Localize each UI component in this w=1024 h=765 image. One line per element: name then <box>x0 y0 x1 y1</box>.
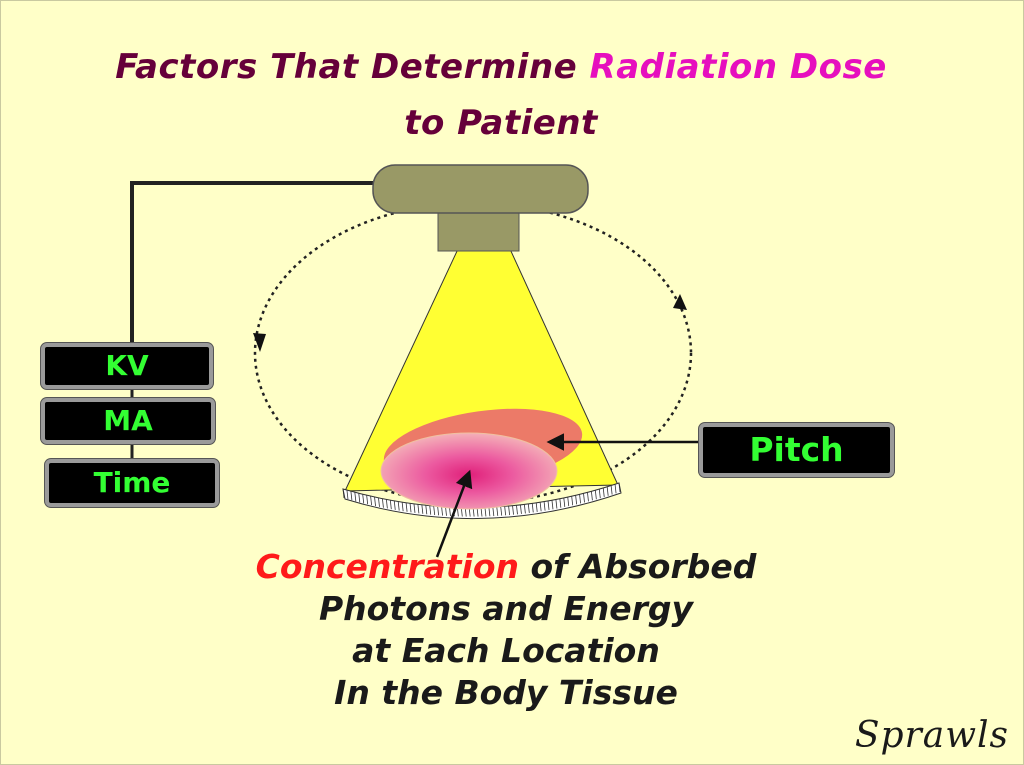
detector-cell <box>567 497 570 507</box>
detector-cell <box>421 504 424 514</box>
detector-cell <box>374 496 376 507</box>
detector-cell <box>500 506 503 516</box>
title-line2: to Patient <box>404 103 598 143</box>
detector-cell <box>401 502 404 512</box>
detector-cell <box>362 494 365 504</box>
detector-cell <box>354 492 357 502</box>
rotation-arrow-right-icon <box>673 294 687 310</box>
ma-label: MA <box>41 398 215 444</box>
detector-cell <box>366 495 369 505</box>
title-accent: Radiation Dose <box>589 47 887 87</box>
detector-cell <box>342 488 345 499</box>
control-cable <box>130 181 373 343</box>
time-label: Time <box>45 459 219 507</box>
detector-cell <box>587 492 589 502</box>
detector-cell <box>606 486 609 496</box>
detector-cell <box>527 503 530 513</box>
rotation-path <box>253 201 693 505</box>
detector-cell <box>409 503 412 513</box>
detector-cells <box>342 482 621 517</box>
detector-cell <box>571 496 574 506</box>
detector-cell <box>445 506 447 516</box>
detector-cell <box>350 491 353 501</box>
detector-cell <box>559 498 562 508</box>
xray-tube-neck <box>437 210 520 252</box>
detector-cell <box>496 506 499 516</box>
detector-cell <box>378 497 380 507</box>
detector-cell <box>520 504 522 514</box>
detector-cell <box>488 507 491 517</box>
title-part1: Factors That Determine <box>115 47 590 87</box>
detector-cell <box>602 487 605 498</box>
detector-cell <box>551 500 554 510</box>
detector-cell <box>531 503 534 513</box>
detector-cell <box>429 505 432 515</box>
pitch-label: Pitch <box>699 423 894 477</box>
detector-cell <box>385 499 388 509</box>
detector-cell <box>417 504 420 514</box>
detector-cell <box>437 506 440 516</box>
detector-cell <box>413 503 416 513</box>
detector-cell <box>594 490 597 500</box>
detector-cell <box>405 502 408 512</box>
caption-line2: Photons and Energy <box>318 589 694 628</box>
detector-cell <box>512 505 514 515</box>
caption-line4: In the Body Tissue <box>334 673 678 712</box>
detector-cell <box>433 505 436 516</box>
detector-cell <box>575 495 578 505</box>
caption-line1-rest: of Absorbed <box>519 547 757 586</box>
detector-cell <box>583 493 585 503</box>
detector-cell <box>492 507 495 517</box>
detector-cell <box>543 501 546 511</box>
detector-cell <box>504 506 507 516</box>
detector-cell <box>523 504 526 514</box>
detector-cell <box>370 496 372 506</box>
detector-cell <box>425 505 428 515</box>
detector-cell <box>516 505 518 515</box>
detector-cell <box>389 500 392 510</box>
detector-cell <box>547 500 550 511</box>
detector-cell <box>539 502 542 512</box>
detector-cell <box>535 502 538 512</box>
detector-cell <box>358 493 361 503</box>
detector-cell <box>598 489 601 499</box>
caption-line3: at Each Location <box>352 631 660 670</box>
detector-cell <box>591 491 593 501</box>
detector-cell <box>508 505 510 516</box>
detector-cell <box>397 501 400 511</box>
detector-cell <box>382 498 384 508</box>
detector-cell <box>579 494 581 504</box>
detector-cell <box>618 482 621 493</box>
detector-cell <box>610 485 613 495</box>
detector-cell <box>393 500 396 510</box>
tissue-slab-front <box>380 432 558 510</box>
detector-cell <box>555 499 558 509</box>
author-signature: Sprawls <box>854 715 1009 756</box>
detector-cell <box>441 506 443 516</box>
detector-cell <box>346 490 349 500</box>
kv-label: KV <box>41 343 213 389</box>
concentration-arrow <box>435 469 473 558</box>
detector-cell <box>614 484 617 494</box>
caption: Concentration of Absorbed Photons and En… <box>191 546 821 714</box>
xray-tube <box>372 164 589 214</box>
rotation-arrow-left-icon <box>253 333 266 352</box>
slide-title: Factors That Determine Radiation Dose to… <box>1 39 1001 151</box>
detector-cell <box>563 497 566 508</box>
caption-highlight: Concentration <box>255 547 519 586</box>
